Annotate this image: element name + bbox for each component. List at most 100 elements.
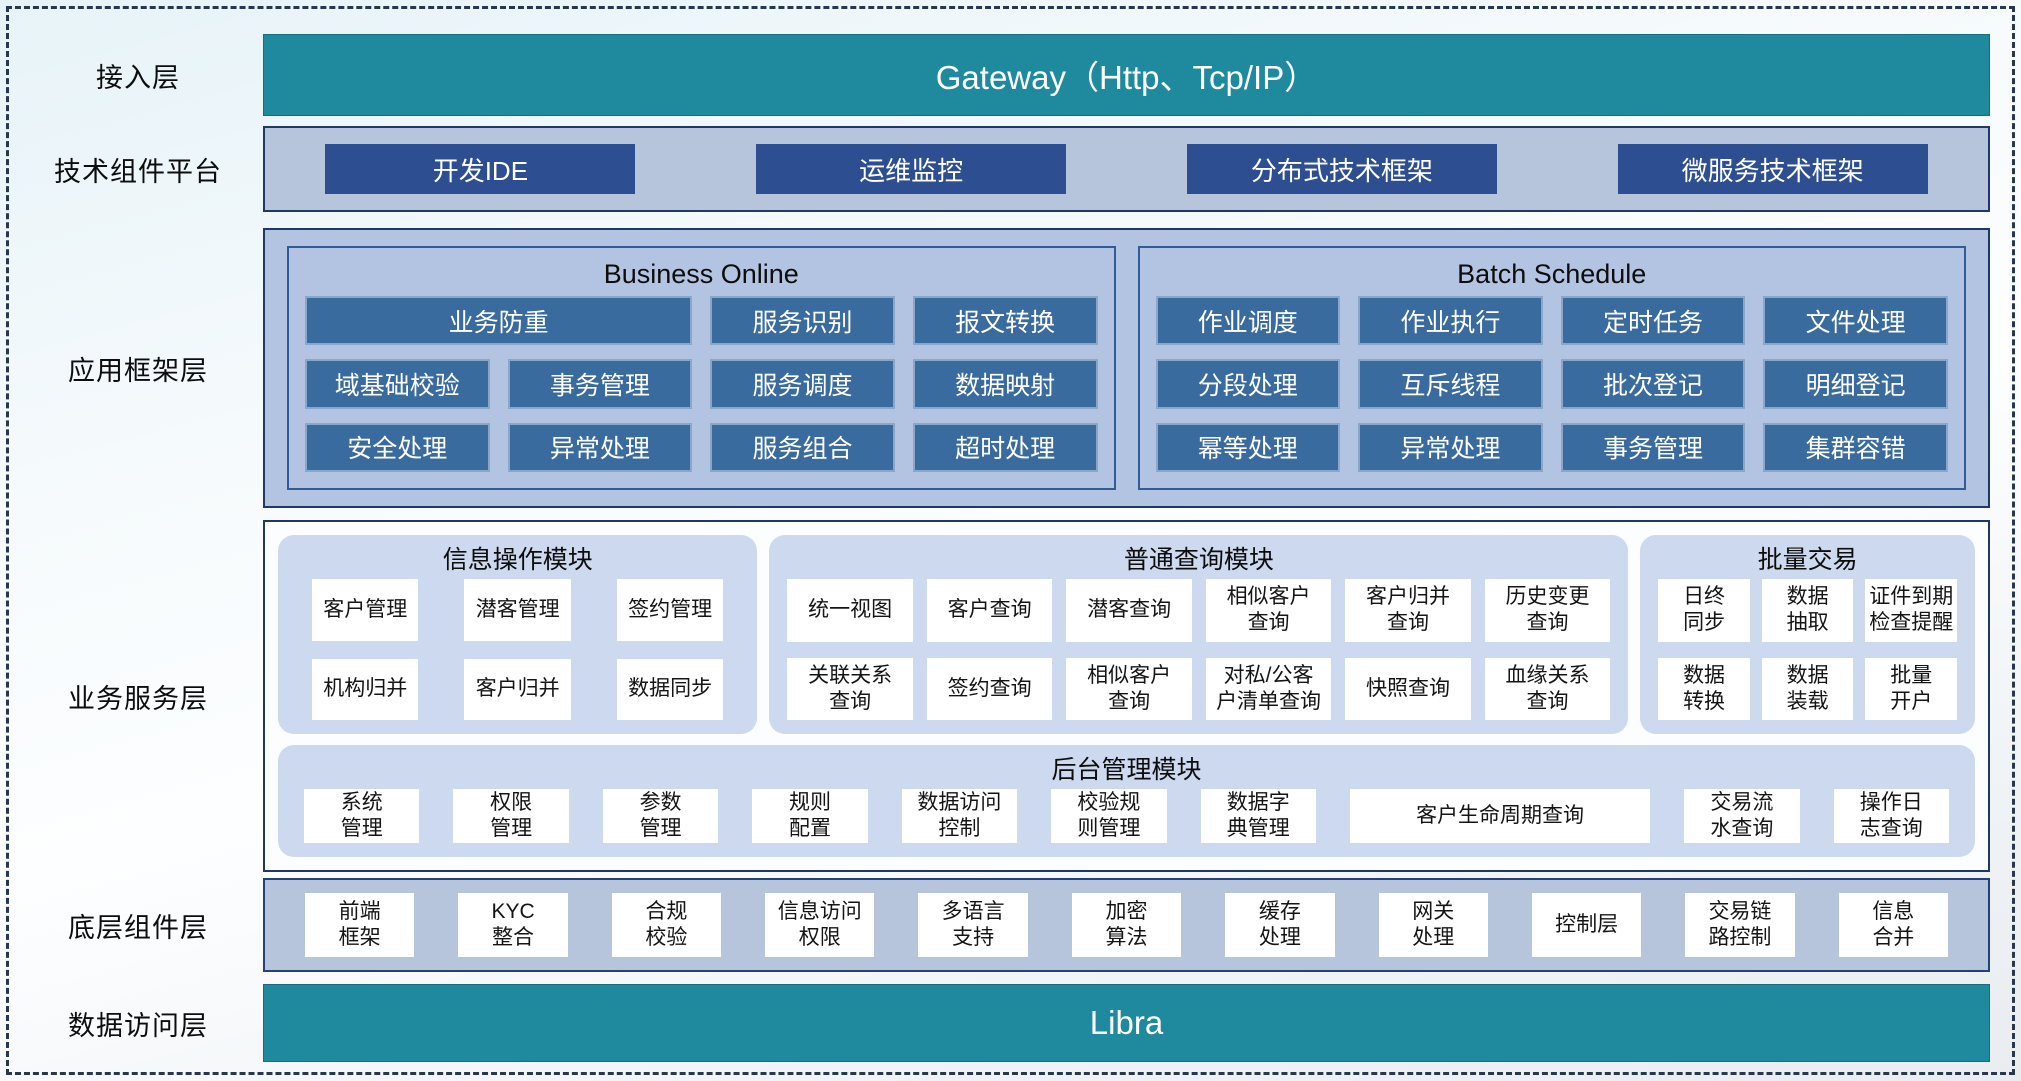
framework-item: 报文转换: [912, 296, 1098, 346]
framework-container: Business Online 业务防重 服务识别 报文转换 域基础校验 事务管…: [263, 228, 1990, 508]
module-item: 客户归并: [464, 658, 571, 720]
base-item: 前端 框架: [305, 893, 415, 957]
framework-grid: 业务防重 服务识别 报文转换 域基础校验 事务管理 服务调度 数据映射 安全处理…: [305, 296, 1098, 472]
framework-item: 作业执行: [1358, 296, 1543, 346]
panel-title: 信息操作模块: [442, 546, 593, 574]
layer-label-data: 数据访问层: [68, 1010, 208, 1041]
module-item: 校验规 则管理: [1051, 789, 1167, 843]
module-grid: 系统 管理 权限 管理 参数 管理 规则 配置 数据访问 控制 校验规 则管理 …: [296, 789, 1957, 843]
module-item: 潜客查询: [1066, 579, 1192, 642]
module-item: 数据访问 控制: [901, 789, 1018, 843]
panel-title: 普通查询模块: [1123, 546, 1274, 574]
libra-bar: Libra: [263, 984, 1990, 1062]
tech-item-distributed-framework: 分布式技术框架: [1186, 144, 1497, 194]
base-item: 缓存 处理: [1225, 893, 1335, 957]
framework-item: 域基础校验: [305, 359, 490, 409]
module-item: 交易流 水查询: [1684, 789, 1800, 843]
module-item: 权限 管理: [453, 789, 569, 843]
module-item: 潜客管理: [464, 579, 571, 641]
framework-item: 文件处理: [1763, 296, 1948, 346]
framework-item: 批次登记: [1560, 359, 1746, 409]
module-item: 数据 转换: [1658, 657, 1750, 720]
framework-item: 服务调度: [710, 359, 895, 409]
module-item: 血缘关系 查询: [1484, 657, 1611, 720]
layer-label-access: 接入层: [96, 62, 180, 93]
layer-label-base: 底层组件层: [68, 912, 208, 943]
framework-item: 服务识别: [710, 296, 895, 346]
module-item: 关联关系 查询: [787, 657, 913, 720]
service-container: 信息操作模块 客户管理 潜客管理 签约管理 机构归并 客户归并 数据同步 普通查…: [263, 520, 1990, 872]
module-item: 客户归并 查询: [1345, 579, 1471, 642]
base-item: 控制层: [1531, 893, 1642, 957]
module-item: 系统 管理: [304, 789, 420, 843]
framework-item: 作业调度: [1155, 296, 1341, 346]
base-item: 网关 处理: [1378, 893, 1488, 957]
framework-item: 异常处理: [507, 422, 693, 472]
module-panel-admin: 后台管理模块 系统 管理 权限 管理 参数 管理 规则 配置 数据访问 控制 校…: [278, 745, 1975, 857]
framework-item: 异常处理: [1358, 422, 1543, 472]
module-item: 统一视图: [787, 579, 913, 642]
module-item: 客户管理: [312, 579, 419, 641]
base-item: 多语言 支持: [918, 893, 1028, 957]
framework-panel-batch-schedule: Batch Schedule 作业调度 作业执行 定时任务 文件处理 分段处理 …: [1137, 246, 1966, 490]
framework-item: 数据映射: [912, 359, 1098, 409]
base-item: 加密 算法: [1071, 893, 1182, 957]
module-item: 操作日 志查询: [1833, 789, 1949, 843]
module-item: 签约管理: [616, 579, 724, 641]
module-item: 相似客户 查询: [1066, 657, 1192, 720]
base-item: 信息访问 权限: [765, 893, 875, 957]
base-component-container: 前端 框架 KYC 整合 合规 校验 信息访问 权限 多语言 支持 加密 算法 …: [263, 878, 1990, 972]
framework-item: 分段处理: [1155, 359, 1341, 409]
framework-grid: 作业调度 作业执行 定时任务 文件处理 分段处理 互斥线程 批次登记 明细登记 …: [1155, 296, 1948, 472]
module-grid: 日终 同步 数据 抽取 证件到期 检查提醒 数据 转换 数据 装载 批量 开户: [1658, 579, 1957, 720]
module-item: 机构归并: [312, 658, 419, 720]
framework-panel-business-online: Business Online 业务防重 服务识别 报文转换 域基础校验 事务管…: [287, 246, 1116, 490]
module-item: 数据 装载: [1761, 657, 1854, 720]
module-item: 相似客户 查询: [1205, 579, 1332, 642]
tech-platform-container: 开发IDE 运维监控 分布式技术框架 微服务技术框架: [263, 126, 1990, 212]
module-grid: 统一视图 客户查询 潜客查询 相似客户 查询 客户归并 查询 历史变更 查询 关…: [787, 579, 1611, 720]
module-item: 客户查询: [926, 579, 1053, 642]
module-item: 数据同步: [616, 658, 724, 720]
module-item: 数据字 典管理: [1200, 789, 1317, 843]
module-item: 对私/公客 户清单查询: [1205, 657, 1332, 720]
framework-item: 事务管理: [1560, 422, 1746, 472]
module-item: 证件到期 检查提醒: [1865, 579, 1957, 642]
framework-item: 互斥线程: [1358, 359, 1543, 409]
layer-label-tech: 技术组件平台: [54, 156, 222, 187]
framework-item: 事务管理: [507, 359, 693, 409]
panel-title: Batch Schedule: [1457, 259, 1647, 289]
module-item-wide: 客户生命周期查询: [1350, 789, 1651, 843]
panel-title: 后台管理模块: [1051, 756, 1202, 784]
framework-item: 业务防重: [305, 296, 693, 346]
module-panel-batch-trade: 批量交易 日终 同步 数据 抽取 证件到期 检查提醒 数据 转换 数据 装载 批…: [1640, 535, 1975, 734]
panel-title: 批量交易: [1757, 546, 1858, 574]
framework-item: 超时处理: [912, 422, 1098, 472]
gateway-bar: Gateway（Http、Tcp/IP）: [263, 34, 1990, 116]
module-item: 历史变更 查询: [1484, 579, 1611, 642]
tech-item-microservice-framework: 微服务技术框架: [1617, 144, 1928, 194]
module-item: 数据 抽取: [1761, 579, 1854, 642]
tech-item-ops-monitor: 运维监控: [756, 144, 1067, 194]
framework-item: 集群容错: [1763, 422, 1948, 472]
panel-title: Business Online: [603, 259, 799, 289]
base-item: KYC 整合: [458, 893, 568, 957]
base-item: 信息 合并: [1838, 893, 1948, 957]
service-top-row: 信息操作模块 客户管理 潜客管理 签约管理 机构归并 客户归并 数据同步 普通查…: [278, 535, 1975, 734]
base-item: 交易链 路控制: [1685, 893, 1795, 957]
module-item: 日终 同步: [1658, 579, 1750, 642]
tech-item-dev-ide: 开发IDE: [325, 144, 636, 194]
module-item: 参数 管理: [602, 789, 719, 843]
module-panel-general-query: 普通查询模块 统一视图 客户查询 潜客查询 相似客户 查询 客户归并 查询 历史…: [769, 535, 1629, 734]
module-item: 签约查询: [926, 657, 1053, 720]
module-panel-info-operation: 信息操作模块 客户管理 潜客管理 签约管理 机构归并 客户归并 数据同步: [278, 535, 758, 734]
layer-label-service: 业务服务层: [68, 683, 208, 714]
module-grid: 客户管理 潜客管理 签约管理 机构归并 客户归并 数据同步: [296, 579, 739, 720]
framework-item: 定时任务: [1560, 296, 1746, 346]
layer-label-framework: 应用框架层: [68, 355, 208, 386]
base-item: 合规 校验: [611, 893, 722, 957]
module-item: 快照查询: [1345, 657, 1471, 720]
framework-item: 服务组合: [710, 422, 895, 472]
framework-item: 幂等处理: [1155, 422, 1341, 472]
